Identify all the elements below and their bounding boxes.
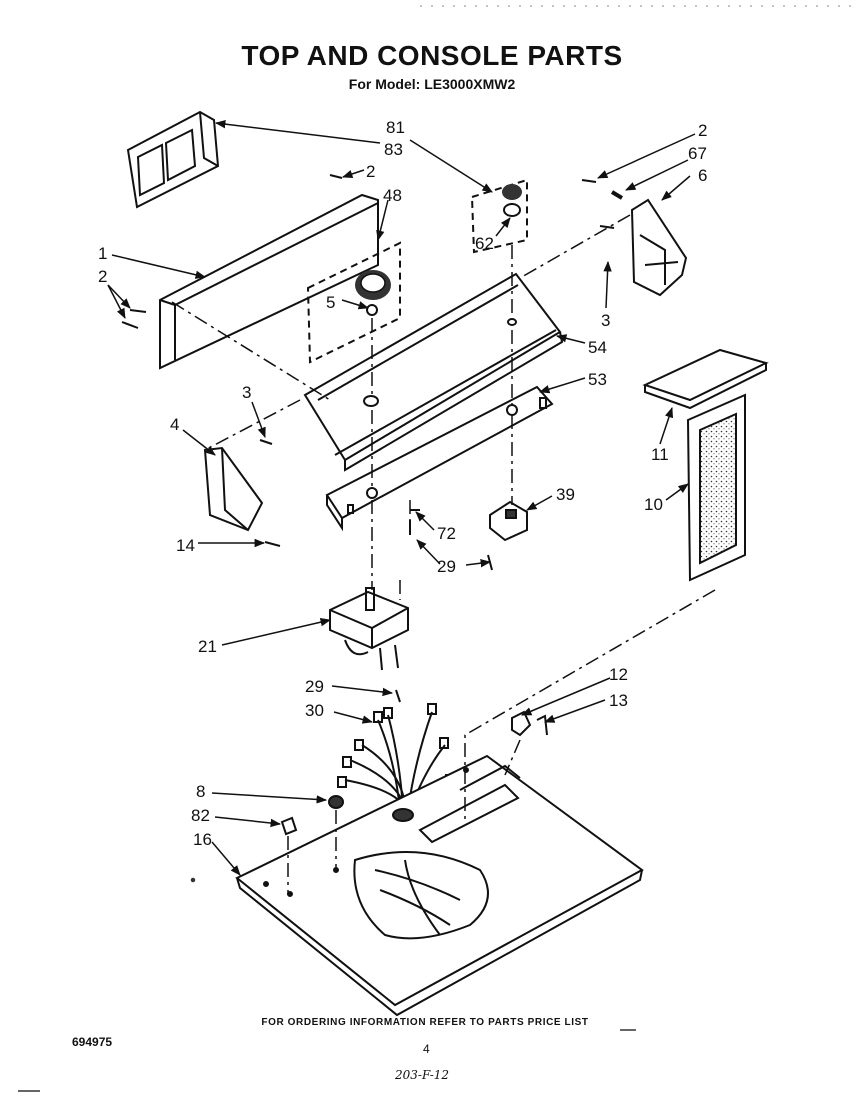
timer-motor [329, 587, 409, 671]
alignment-lines [171, 214, 716, 895]
callout-12: 12 [609, 665, 628, 684]
callout-39: 39 [556, 485, 575, 504]
callout-53: 53 [588, 370, 607, 389]
callout-3-left: 3 [242, 383, 251, 402]
callout-48: 48 [383, 186, 402, 205]
callout-1: 1 [98, 244, 107, 263]
timer-knob-group [470, 178, 528, 254]
callout-29-upper: 29 [437, 557, 456, 576]
callout-leaders [107, 119, 696, 876]
handwritten-reference-code: 203-F-12 [395, 1068, 450, 1082]
callout-2-top: 2 [366, 162, 375, 181]
callout-81: 81 [386, 118, 405, 137]
lint-filter [686, 393, 746, 582]
callout-11: 11 [651, 445, 669, 464]
callout-72: 72 [437, 524, 456, 543]
scan-marks [18, 877, 636, 1092]
callout-62: 62 [475, 234, 494, 253]
callout-14: 14 [176, 536, 195, 555]
callout-2-right: 2 [698, 121, 707, 140]
door-switch [489, 500, 528, 542]
ordering-note: FOR ORDERING INFORMATION REFER TO PARTS … [261, 1017, 589, 1028]
callout-83: 83 [384, 140, 403, 159]
document-number: 694975 [72, 1035, 113, 1049]
callout-82: 82 [191, 806, 210, 825]
callout-2-left: 2 [98, 267, 107, 286]
callout-4: 4 [170, 415, 179, 434]
console-bracket [325, 385, 554, 532]
callout-13: 13 [609, 691, 628, 710]
callout-67: 67 [688, 144, 707, 163]
callout-16: 16 [193, 830, 212, 849]
page-title: TOP AND CONSOLE PARTS [241, 40, 623, 71]
callout-3-right: 3 [601, 311, 610, 330]
callout-30: 30 [305, 701, 324, 720]
callout-6: 6 [698, 166, 707, 185]
callout-labels: 81 83 2 48 2 67 6 1 2 5 62 3 54 53 3 4 1… [98, 118, 707, 849]
right-end-cap [630, 198, 688, 297]
callout-21: 21 [198, 637, 217, 656]
callout-54: 54 [588, 338, 607, 357]
cabinet-top [235, 754, 644, 1017]
knob-assembly-group [306, 241, 401, 364]
left-end-cap [203, 446, 264, 532]
lint-screen-cover [642, 348, 769, 410]
rear-console-panel [159, 193, 379, 370]
small-hardware [121, 174, 624, 836]
callout-10: 10 [644, 495, 663, 514]
end-cap-panel [126, 110, 220, 209]
page-number: 4 [423, 1042, 430, 1056]
model-subtitle: For Model: LE3000XMW2 [348, 76, 516, 92]
callout-8: 8 [196, 782, 205, 801]
callout-5: 5 [326, 293, 335, 312]
callout-29-lower: 29 [305, 677, 324, 696]
